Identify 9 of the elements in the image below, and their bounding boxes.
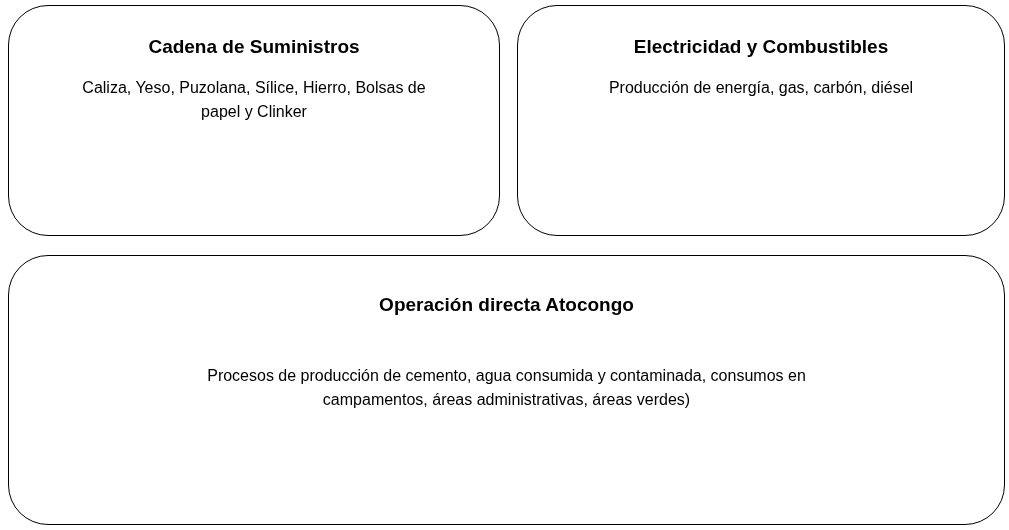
rounded-panel <box>517 5 1005 236</box>
panel-description: Procesos de producción de cemento, agua consumida y contaminada, consumos en campamentos, áreas administrativas, áreas verdes) <box>206 366 807 410</box>
panel-heading: Operación directa Atocongo <box>379 294 634 316</box>
panel-description: Caliza, Yeso, Puzolana, Sílice, Hierro, Bolsas de papel y Clinker <box>81 78 427 122</box>
panel-heading: Electricidad y Combustibles <box>633 36 889 58</box>
panel-description: Producción de energía, gas, carbón, diésel <box>608 78 914 98</box>
rounded-panel <box>8 5 500 236</box>
rounded-panel <box>8 255 1005 525</box>
panel-heading: Cadena de Suministros <box>148 36 360 58</box>
